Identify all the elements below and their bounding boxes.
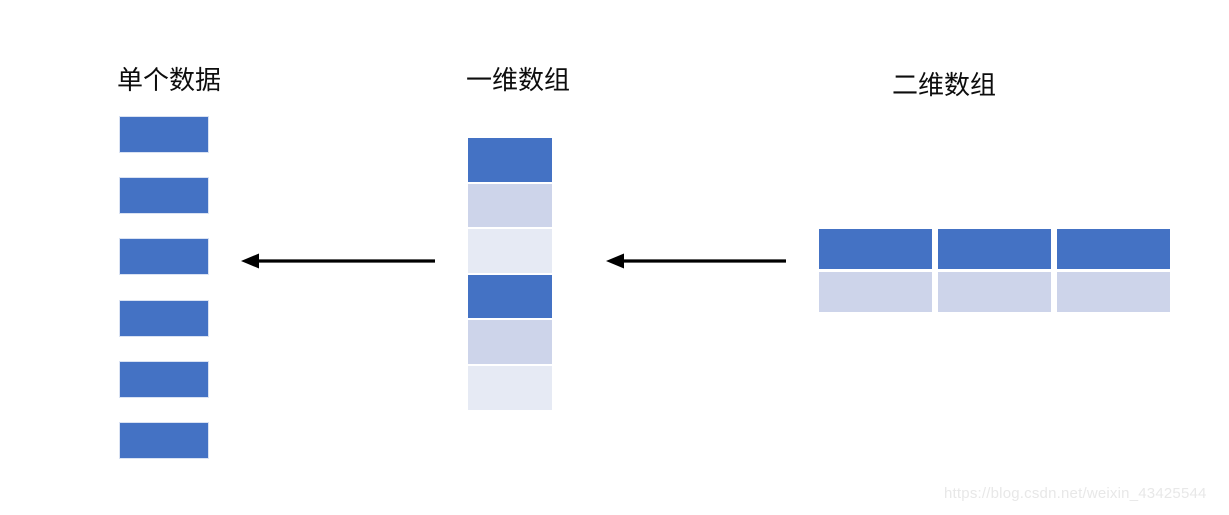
- single-data-bar: [119, 360, 209, 398]
- one-dimensional-array-cells: [467, 137, 553, 411]
- arrow-oned-to-single-icon: [241, 249, 435, 273]
- single-data-bar: [119, 238, 209, 276]
- single-data-bar: [119, 116, 209, 153]
- caption-one-dimensional-array: 一维数组: [466, 65, 571, 95]
- caption-single-data: 单个数据: [117, 65, 222, 95]
- watermark-text: https://blog.csdn.net/weixin_43425544: [944, 485, 1207, 502]
- one-dimensional-array-cell: [467, 182, 553, 229]
- one-dimensional-array-cell: [467, 273, 553, 320]
- two-dimensional-array-cell: [938, 229, 1051, 269]
- one-dimensional-array-cell: [467, 319, 553, 365]
- single-data-bar: [119, 422, 209, 459]
- single-data-bar: [119, 299, 209, 337]
- two-dimensional-array-cell: [819, 272, 932, 312]
- two-dimensional-array-cell: [1057, 229, 1170, 269]
- caption-two-dimensional-array: 二维数组: [892, 70, 997, 100]
- single-data-bar: [119, 177, 209, 215]
- two-dimensional-array-grid: [819, 229, 1170, 313]
- single-data-bar-stack: [119, 116, 209, 459]
- two-dimensional-array-cell: [938, 272, 1051, 312]
- arrow-twod-to-oned-icon: [606, 249, 786, 273]
- one-dimensional-array-cell: [467, 228, 553, 274]
- table-row: [819, 272, 1170, 312]
- table-row: [819, 229, 1170, 269]
- one-dimensional-array-cell: [467, 137, 553, 183]
- two-dimensional-array-cell: [819, 229, 932, 269]
- one-dimensional-array-cell: [467, 365, 553, 411]
- two-dimensional-array-cell: [1057, 272, 1170, 312]
